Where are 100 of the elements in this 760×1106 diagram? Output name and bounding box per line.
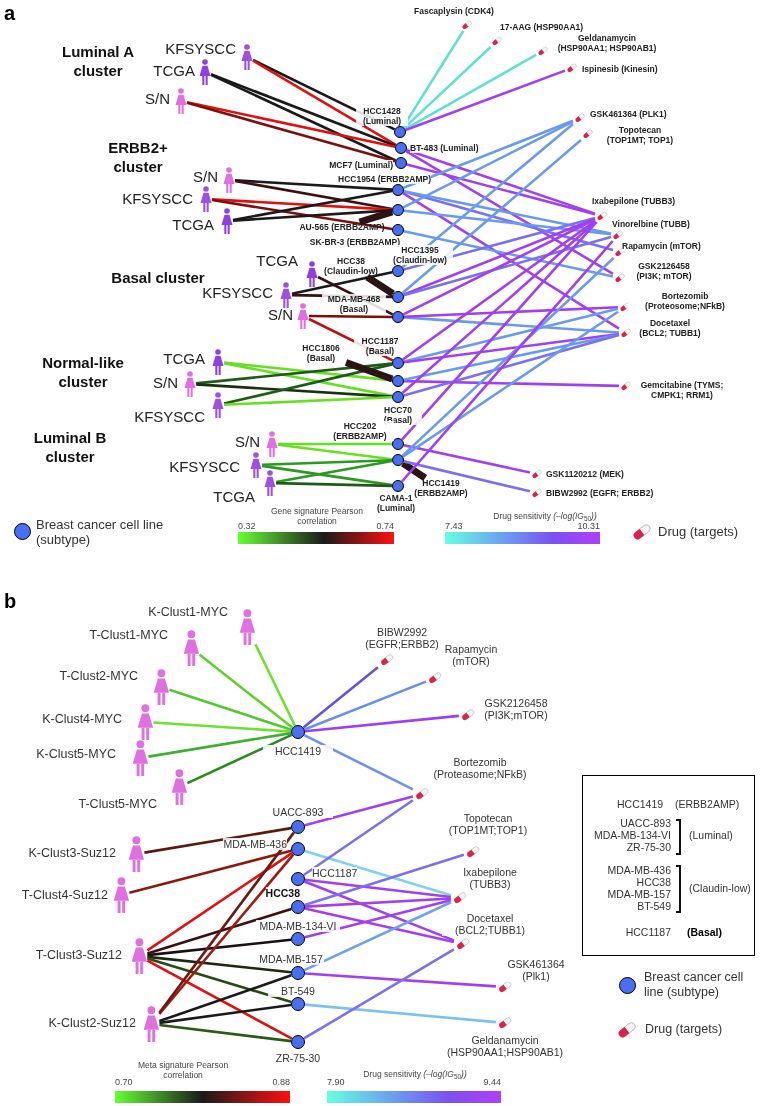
scale-value: 0.74 <box>376 521 394 531</box>
legend-text: Drug (targets) <box>658 524 740 539</box>
node-label: HCC1428 (Luminal) <box>356 106 408 126</box>
drug-capsule-icon <box>595 210 609 222</box>
scale-value: 9.44 <box>483 1077 501 1087</box>
node-label: TCGA <box>256 252 298 269</box>
connector-line <box>234 179 393 191</box>
connector-line <box>186 101 396 149</box>
connector-line <box>304 878 452 899</box>
connector-line <box>403 333 620 382</box>
person-icon <box>130 937 148 975</box>
node-label: S/N <box>268 306 293 323</box>
connector-line <box>304 880 455 942</box>
node-label: T-Clust3-Suz12 <box>35 948 122 962</box>
node-label: K-Clust5-MYC <box>36 747 116 761</box>
connector-line <box>403 332 620 364</box>
connector-line <box>303 733 414 791</box>
connector-line <box>406 163 596 216</box>
connector-line <box>406 148 596 215</box>
connector-line <box>129 849 292 895</box>
node-label: Ixabepilone (TUBB3) <box>592 196 676 206</box>
person-icon <box>223 167 235 193</box>
node-label: K-Clust1-MYC <box>148 605 228 619</box>
node-label: K-Clust2-Suz12 <box>48 1016 136 1030</box>
connector-line <box>403 217 596 296</box>
connector-line <box>147 957 292 1004</box>
node-label: MDA-MB-436 <box>223 838 287 850</box>
cell-line-label: HCC38 (Claudin-low) <box>320 256 382 276</box>
node-label: SK-BR-3 (ERBB2AMP) <box>309 237 400 247</box>
node-label: KFSYSCC <box>134 408 205 425</box>
node-label: Topotecan (TOP1MT; TOP1) <box>604 125 676 145</box>
connector-line <box>277 443 393 461</box>
legend-text: Drug (targets) <box>645 1022 724 1037</box>
connector-line <box>405 149 614 275</box>
connector-line <box>304 795 414 827</box>
key-text: (Basal) <box>687 926 722 938</box>
person-icon <box>127 835 145 873</box>
connector-line <box>304 972 496 988</box>
connector-line <box>402 30 465 128</box>
node-label: K-Clust4-MYC <box>42 712 122 726</box>
node-label: T-Clust5-MYC <box>78 797 157 811</box>
scale-value: 0.88 <box>272 1077 290 1087</box>
connector-line <box>302 666 379 729</box>
connector-line <box>403 209 612 236</box>
connector-line <box>223 361 393 398</box>
subtype-key-box <box>582 775 755 956</box>
node-label: GSK461364 (PLK1) <box>590 109 667 119</box>
connector-line <box>304 899 452 939</box>
leader-line <box>344 359 394 383</box>
legend-text: Breast cancer cell line (subtype) <box>36 517 165 547</box>
node-label: Ispinesib (Kinesin) <box>582 64 658 74</box>
node-label: T-Clust1-MYC <box>89 628 168 642</box>
leader-line <box>365 274 395 297</box>
person-icon <box>199 59 211 85</box>
scale-value: 7.90 <box>327 1077 345 1087</box>
node-label: TCGA <box>163 350 205 367</box>
connector-line <box>402 220 596 361</box>
connector-line <box>401 257 615 457</box>
connector-line <box>403 46 492 129</box>
connector-line <box>153 721 292 733</box>
node-label: Fascaplysin (CDK4) <box>414 6 494 16</box>
connector-line <box>304 714 460 733</box>
connector-line <box>402 218 596 316</box>
connector-line <box>186 733 293 785</box>
key-text: HCC1419 <box>617 798 664 810</box>
person-icon <box>264 470 276 496</box>
node-label: T-Clust2-MYC <box>59 669 138 683</box>
connector-line <box>147 907 292 955</box>
node-label: KFSYSCC <box>165 40 236 57</box>
drug-capsule-icon <box>619 327 633 339</box>
node-label: Rapamycin (mTOR) <box>622 241 701 251</box>
connector-line <box>402 120 574 209</box>
node-label: KFSYSCC <box>169 458 240 475</box>
connector-line <box>400 240 614 483</box>
connector-line <box>232 189 393 222</box>
scale-value: 0.70 <box>115 1077 133 1087</box>
person-icon <box>131 739 149 777</box>
connector-line <box>304 853 465 907</box>
person-icon <box>221 208 233 234</box>
cluster-label: Basal cluster <box>110 268 206 287</box>
person-icon <box>112 876 130 914</box>
connector-line <box>405 69 566 132</box>
person-icon <box>136 703 154 741</box>
panel-letter: a <box>4 2 16 24</box>
connector-line <box>304 849 452 897</box>
leader-line <box>358 208 394 226</box>
node-label: HCC1954 (ERBB2AMP) <box>338 174 432 184</box>
connector-line <box>403 119 574 189</box>
node-label: S/N <box>193 168 218 185</box>
key-text: (Luminal) <box>689 829 733 841</box>
scale-value: 10.31 <box>577 521 600 531</box>
person-icon <box>297 303 309 329</box>
connector-line <box>148 731 292 758</box>
node-label: 17-AAG (HSP90AA1) <box>500 22 584 32</box>
scale-title: Drug sensitivity (–log(IG$_{50}$)) <box>492 511 598 521</box>
person-icon <box>152 668 170 706</box>
key-text: HCC1187 <box>624 926 671 938</box>
person-icon <box>182 629 200 667</box>
person-icon <box>280 282 292 308</box>
person-icon <box>250 452 262 478</box>
